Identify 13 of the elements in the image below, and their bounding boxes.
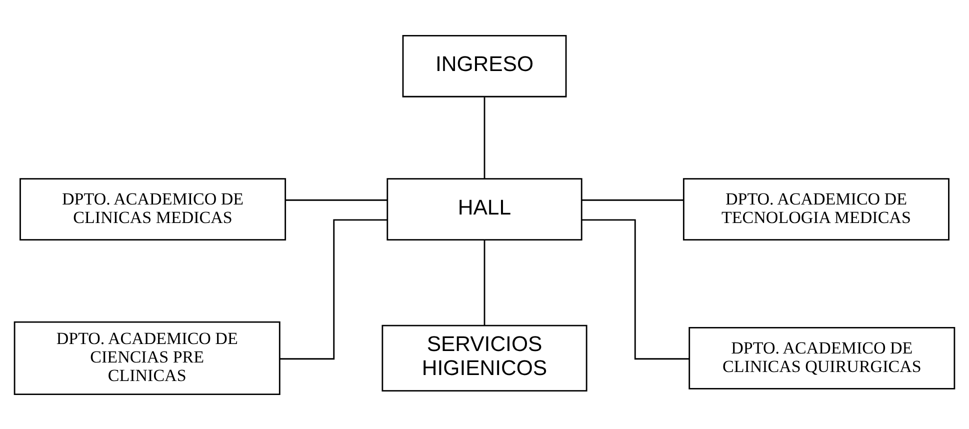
connector xyxy=(280,218,387,360)
node-box: DPTO. ACADEMICO DE CLINICAS MEDICAS xyxy=(20,178,286,240)
connector xyxy=(286,198,388,200)
node-box: SERVICIOS HIGIENICOS xyxy=(382,324,588,391)
node-box: HALL xyxy=(386,178,582,240)
node-box: DPTO. ACADEMICO DE CLINICAS QUIRURGICAS xyxy=(688,326,956,389)
connector xyxy=(582,218,690,360)
connector xyxy=(582,198,684,200)
node-box: INGRESO xyxy=(402,34,567,97)
node-box: DPTO. ACADEMICO DE CIENCIAS PRE CLINICAS xyxy=(14,320,280,395)
node-box: DPTO. ACADEMICO DE TECNOLOGIA MEDICAS xyxy=(682,178,950,240)
connector xyxy=(484,96,486,178)
connector xyxy=(484,239,486,325)
